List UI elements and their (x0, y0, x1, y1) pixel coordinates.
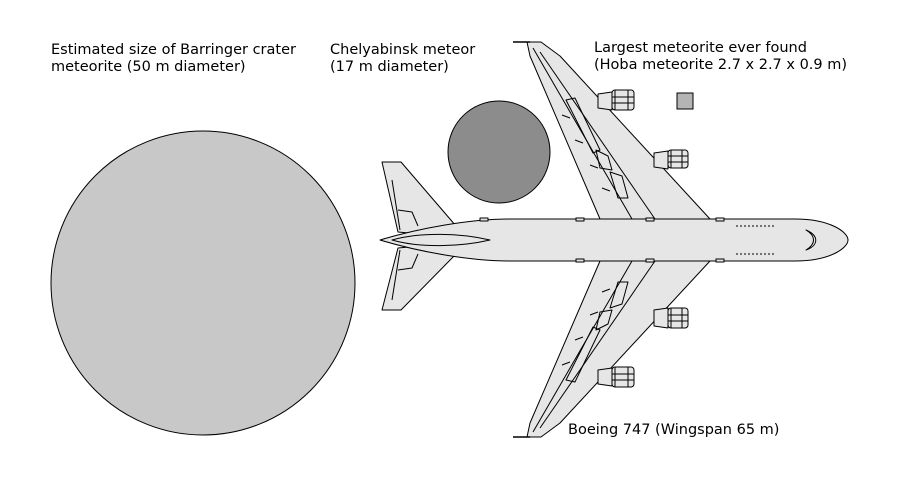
stabilizer-details (391, 179, 419, 301)
hoba-label-line2: (Hoba meteorite 2.7 x 2.7 x 0.9 m) (594, 57, 848, 73)
engine-bottom-outer (597, 366, 635, 388)
engine-top-inner (653, 149, 689, 170)
tail-stabilizer-bottom (381, 245, 457, 311)
engine-bottom-inner (653, 307, 689, 329)
chelyabinsk-label: Chelyabinsk meteor (17 m diameter) (330, 42, 475, 76)
engine-top-outer (597, 89, 635, 111)
chelyabinsk-label-line2: (17 m diameter) (330, 59, 449, 75)
barringer-label-line1: Estimated size of Barringer crater (51, 42, 296, 58)
hoba-label: Largest meteorite ever found (Hoba meteo… (594, 40, 847, 74)
chelyabinsk-meteor-circle (447, 100, 551, 204)
barringer-meteorite-circle (50, 130, 356, 436)
wing-bottom (526, 260, 711, 438)
barringer-label: Estimated size of Barringer crater meteo… (51, 42, 296, 76)
boeing-label: Boeing 747 (Wingspan 65 m) (568, 422, 779, 439)
boeing-label-line1: Boeing 747 (Wingspan 65 m) (568, 422, 780, 438)
hoba-label-line1: Largest meteorite ever found (594, 40, 807, 56)
tail-stabilizer-top (381, 161, 457, 235)
hoba-meteorite-square (676, 92, 694, 110)
boeing-747-airplane (379, 41, 849, 438)
tail-cone (391, 233, 491, 247)
fuselage (379, 218, 849, 262)
cockpit-window (805, 229, 817, 251)
wing-flap-details (532, 47, 656, 433)
fuselage-markers (479, 217, 725, 263)
chelyabinsk-label-line1: Chelyabinsk meteor (330, 42, 476, 58)
barringer-label-line2: meteorite (50 m diameter) (51, 59, 246, 75)
